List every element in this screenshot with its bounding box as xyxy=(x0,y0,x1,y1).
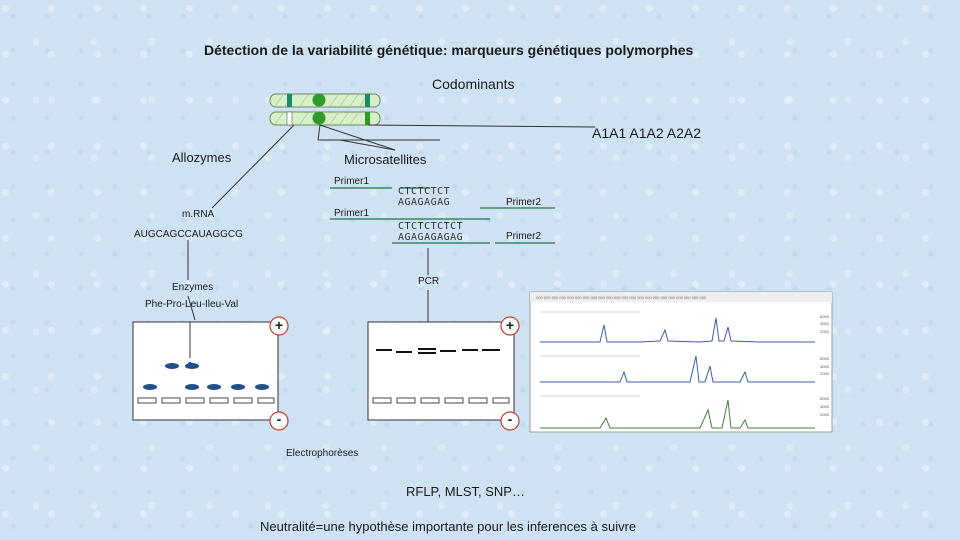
other-markers-label: RFLP, MLST, SNP… xyxy=(406,484,525,499)
primer-lines xyxy=(330,187,555,244)
centromere-top xyxy=(312,93,326,107)
band-top-right xyxy=(365,94,370,107)
electrodes xyxy=(269,316,520,431)
microsatellite-seq-1b: AGAGAGAG xyxy=(398,197,451,208)
svg-text:4000: 4000 xyxy=(820,321,830,326)
band-top-left xyxy=(287,94,292,107)
primer2-top-label: Primer2 xyxy=(506,197,542,208)
connector-lines xyxy=(187,124,596,347)
microsatellite-seq-2a: CTCTCTCTCT xyxy=(398,221,464,232)
primer1-top-label: Primer1 xyxy=(334,176,370,187)
enzymes-label: Enzymes xyxy=(172,282,214,293)
gel1-bands xyxy=(143,362,269,390)
trace-1 xyxy=(540,317,815,343)
peptide-sequence: Phe-Pro-Leu-Ileu-Val xyxy=(145,299,239,310)
mrna-sequence: AUGCAGCCAUAGGCG xyxy=(134,229,243,240)
gel-box-2 xyxy=(367,321,515,421)
primer1-bottom-label: Primer1 xyxy=(334,208,370,219)
gel2-plus-sign: + xyxy=(505,317,515,333)
electrophoreses-label: Electrophorèses xyxy=(286,448,359,459)
svg-text:8000: 8000 xyxy=(820,396,830,401)
microsatellite-seq-1a: CTCTCTCT xyxy=(398,186,451,197)
centromere-bottom xyxy=(312,111,326,125)
conclusion-text: Neutralité=une hypothèse importante pour… xyxy=(260,519,637,534)
gel1-minus-sign: - xyxy=(276,411,282,427)
pcr-label: PCR xyxy=(418,276,440,287)
genotypes-label: A1A1 A1A2 A2A2 xyxy=(592,125,701,141)
svg-text:2000: 2000 xyxy=(820,329,830,334)
trace-3 xyxy=(540,399,815,429)
gel-allozymes xyxy=(132,321,279,421)
svg-text:4000: 4000 xyxy=(820,364,830,369)
band-bottom-left xyxy=(286,111,293,126)
band-bottom-right xyxy=(365,112,370,125)
svg-text:8000: 8000 xyxy=(820,314,830,319)
gel2-minus-sign: - xyxy=(507,411,513,427)
svg-text:8000: 8000 xyxy=(820,356,830,361)
gel-microsatellites xyxy=(367,321,515,421)
svg-text:000 000 000 000 000 000 000 00: 000 000 000 000 000 000 000 000 000 000 … xyxy=(536,295,707,300)
svg-text:2000: 2000 xyxy=(820,371,830,376)
gel-box-1 xyxy=(132,321,279,421)
chromatogram-panel: 000 000 000 000 000 000 000 000 000 000 … xyxy=(529,291,833,433)
gel2-wells xyxy=(372,397,510,404)
allozymes-label: Allozymes xyxy=(172,150,232,165)
gel1-wells xyxy=(137,397,275,404)
chromosome-pair xyxy=(269,93,381,126)
page-subtitle: Codominants xyxy=(432,76,515,92)
gel1-plus-sign: + xyxy=(274,317,284,333)
svg-text:4000: 4000 xyxy=(820,404,830,409)
microsatellites-label: Microsatellites xyxy=(344,152,427,167)
primer2-bottom-label: Primer2 xyxy=(506,231,542,242)
gel2-bands xyxy=(376,348,500,354)
mrna-label: m.RNA xyxy=(182,209,215,220)
microsatellite-seq-2b: AGAGAGAGAG xyxy=(398,232,464,243)
trace-2 xyxy=(540,355,815,383)
page-title: Détection de la variabilité génétique: m… xyxy=(204,42,694,58)
svg-text:2000: 2000 xyxy=(820,412,830,417)
